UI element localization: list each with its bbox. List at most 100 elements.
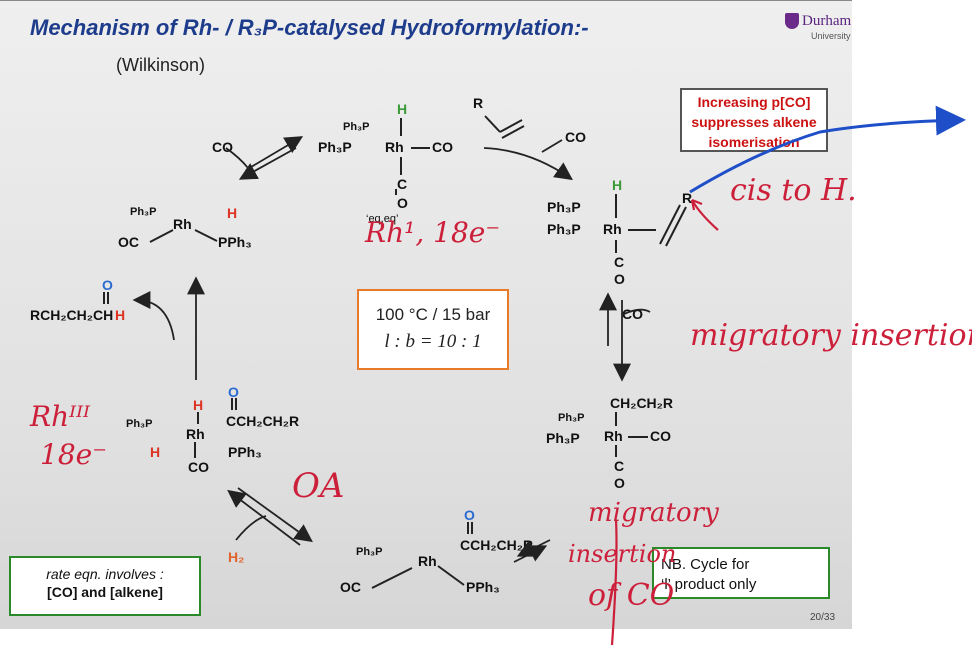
top-h: H	[397, 101, 408, 117]
arrow-co-ins-1	[516, 539, 551, 557]
hand-migratory-insertion: migratory insertion	[690, 318, 972, 353]
ra-h: H	[612, 177, 623, 193]
conditions-ratio: l : b = 10 : 1	[384, 331, 482, 352]
ba-acyl: CCH₂CH₂R	[460, 537, 534, 553]
bond-alkene-1	[484, 115, 501, 133]
top-co-right: CO	[432, 139, 453, 155]
ral-l1: Ph₃P	[558, 412, 585, 424]
ul-l1: Ph₃P	[130, 206, 157, 218]
ba-pph3: PPh₃	[466, 579, 500, 595]
bonds	[103, 115, 687, 589]
ld-rh: Rh	[186, 426, 205, 442]
bond-ul-oc	[149, 229, 174, 243]
conditions-temp-pressure: 100 °C / 15 bar	[375, 305, 491, 324]
ul-oc: OC	[118, 234, 139, 250]
ra-c: C	[614, 254, 625, 270]
top-rh: Rh	[385, 139, 404, 155]
logo-name: Durham	[802, 13, 852, 29]
hand-insertion-2: insertion	[568, 540, 677, 568]
arrow-alkene-add	[483, 147, 573, 181]
ld-pph3: PPh₃	[228, 444, 262, 460]
co-pressure-note: Increasing p[CO] suppresses alkene isome…	[680, 88, 828, 152]
arrow-h2-hook	[235, 515, 267, 541]
nb-box: NB. Cycle for ‘l’ product only	[652, 547, 830, 599]
hand-migratory-2: migratory	[588, 498, 719, 528]
co-label-top: CO	[212, 139, 233, 155]
durham-logo: Durham University	[785, 11, 851, 51]
ld-acyl: CCH₂CH₂R	[226, 413, 300, 429]
hand-rh3: Rhᴵᴵᴵ	[30, 400, 90, 433]
hand-18e: 18e⁻	[40, 438, 107, 471]
arrow-aldehyde-release	[132, 291, 175, 341]
conditions-box: 100 °C / 15 bar l : b = 10 : 1	[357, 289, 509, 370]
ld-h1: H	[193, 397, 204, 413]
slide: Mechanism of Rh- / R₃P-catalysed Hydrofo…	[0, 0, 852, 629]
hand-rh1-18e: Rh¹, 18e⁻	[365, 216, 501, 249]
ba-rh: Rh	[418, 553, 437, 569]
ra-l1: Ph₃P	[547, 199, 581, 215]
arrow-co-hook	[225, 147, 249, 169]
ral-chain: CH₂CH₂R	[610, 395, 673, 411]
ba-o: O	[464, 507, 475, 523]
hand-of-co: of CO	[588, 578, 675, 613]
bond-ul-pph3	[194, 229, 218, 242]
bond-alkene-3	[501, 125, 525, 139]
top-l1: Ph₃P	[343, 121, 370, 133]
aldehyde-h: H	[115, 307, 126, 323]
top-eq: ‘eq,eq’	[366, 213, 399, 225]
ra-r: R	[682, 190, 693, 206]
co-note-line1: Increasing p[CO]	[697, 94, 811, 110]
ral-o: O	[614, 475, 625, 491]
ld-h2: H	[150, 444, 161, 460]
bond-ba-pph3	[437, 565, 465, 586]
bond-ra-db1	[659, 204, 681, 245]
aldehyde-formula: RCH₂CH₂CH	[30, 307, 114, 323]
ul-pph3: PPh₃	[218, 234, 252, 250]
ra-o: O	[614, 271, 625, 287]
blue-annotation-arrow	[689, 105, 966, 194]
ral-co: CO	[650, 428, 671, 444]
hand-cis-arrow	[691, 199, 719, 231]
ld-co: CO	[188, 459, 209, 475]
ul-h: H	[227, 205, 238, 221]
page-number: 20/33	[810, 612, 836, 623]
reaction-arrows	[132, 136, 651, 563]
ral-l2: Ph₃P	[546, 430, 580, 446]
ral-rh: Rh	[604, 428, 623, 444]
hand-cis-arrowhead	[690, 198, 703, 211]
bond-ba-oc	[371, 567, 413, 589]
rate-line1: rate eqn. involves :	[46, 566, 164, 582]
logo-sub: University	[811, 31, 851, 41]
aldehyde-o: O	[102, 277, 113, 293]
h2-label: H₂	[228, 549, 245, 565]
arrow-co-loss-1	[245, 136, 304, 171]
co-label-alkene: CO	[565, 129, 586, 145]
ra-l2: Ph₃P	[547, 221, 581, 237]
top-c: C	[397, 176, 408, 192]
alkene-r: R	[473, 95, 484, 111]
hand-line-bottom	[610, 519, 618, 645]
rate-line2: [CO] and [alkene]	[47, 584, 163, 600]
handwriting-strokes	[610, 198, 719, 645]
bond-ra-db2	[665, 206, 687, 247]
top-o: O	[397, 195, 408, 211]
ral-c: C	[614, 458, 625, 474]
bond-alkene-2	[499, 119, 523, 133]
slide-title: Mechanism of Rh- / R₃P-catalysed Hydrofo…	[30, 15, 589, 40]
arrow-co-loss-2	[238, 147, 297, 180]
crest-icon	[785, 13, 799, 29]
nb-line1: NB. Cycle for	[661, 556, 750, 573]
nb-line2: ‘l’ product only	[661, 576, 757, 593]
ba-oc: OC	[340, 579, 361, 595]
arrow-alkene-co	[541, 139, 563, 153]
slide-subtitle: (Wilkinson)	[116, 55, 206, 75]
ba-l1: Ph₃P	[356, 546, 383, 558]
rate-equation-box: rate eqn. involves : [CO] and [alkene]	[9, 556, 201, 616]
top-l2: Ph₃P	[318, 139, 352, 155]
arrow-co-hook-right	[621, 308, 651, 316]
arrow-co-ins-2	[513, 545, 548, 563]
ra-rh: Rh	[603, 221, 622, 237]
arrow-oa-2	[237, 487, 313, 543]
ld-l1: Ph₃P	[126, 418, 153, 430]
co-note-line2: suppresses alkene	[691, 114, 817, 130]
